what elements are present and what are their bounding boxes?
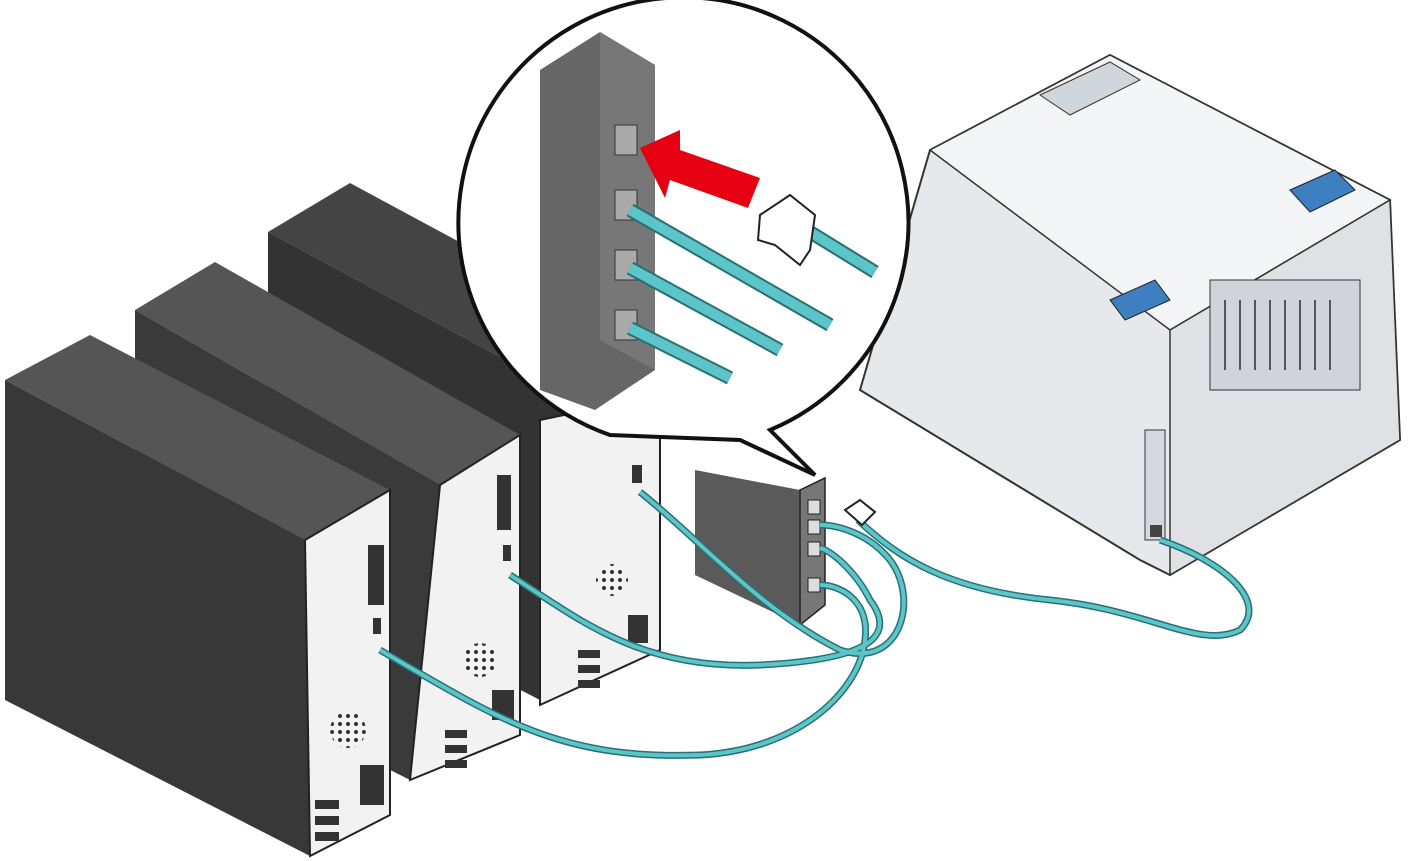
rj45-plug-icon xyxy=(843,498,877,527)
ethernet-plug-icon xyxy=(756,193,817,267)
network-hub xyxy=(695,470,826,627)
arrow-icon xyxy=(640,130,760,208)
printer xyxy=(858,53,1402,577)
network-cables xyxy=(378,489,1253,759)
zoom-callout xyxy=(456,0,911,477)
computer-tower-1 xyxy=(5,335,391,858)
